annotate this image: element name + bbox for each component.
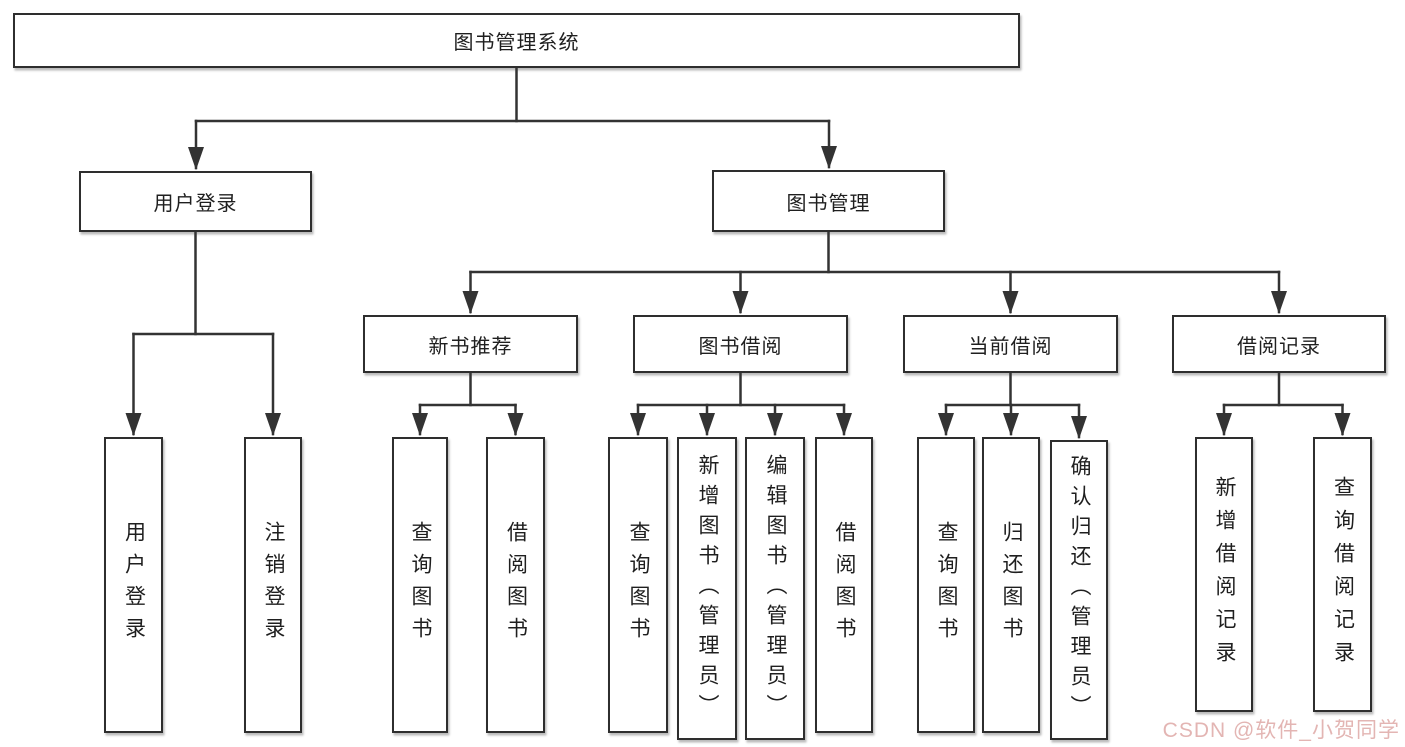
- node-label: 新增借阅记录: [1213, 475, 1236, 674]
- leaf-logout-login: 注销登录: [244, 437, 302, 733]
- leaf-user-login: 用户登录: [104, 437, 163, 733]
- leaf-query-books-recommend: 查询图书: [392, 437, 448, 733]
- leaf-edit-book-admin: 编辑图书（管理员）: [745, 437, 805, 740]
- node-label: 用户登录: [122, 521, 146, 649]
- leaf-add-book-admin: 新增图书（管理员）: [677, 437, 737, 740]
- node-label: 用户登录: [153, 193, 238, 215]
- node-book-management: 图书管理: [712, 170, 945, 232]
- leaf-query-books-borrowing: 查询图书: [608, 437, 668, 733]
- node-label: 编辑图书（管理员）: [764, 453, 787, 724]
- leaf-add-borrow-record: 新增借阅记录: [1195, 437, 1253, 712]
- node-label: 新书推荐: [428, 335, 513, 358]
- node-label: 图书借阅: [698, 335, 783, 358]
- node-label: 借阅图书: [833, 521, 856, 649]
- node-library-system: 图书管理系统: [13, 13, 1020, 68]
- node-label: 归还图书: [1000, 521, 1023, 649]
- node-borrowing-records: 借阅记录: [1172, 315, 1386, 373]
- leaf-borrow-books-recommend: 借阅图书: [486, 437, 545, 733]
- leaf-confirm-return-admin: 确认归还（管理员）: [1050, 440, 1108, 740]
- node-label: 注销登录: [262, 521, 285, 649]
- leaf-return-books: 归还图书: [982, 437, 1040, 733]
- node-label: 当前借阅: [968, 335, 1053, 358]
- node-label: 借阅图书: [504, 521, 528, 649]
- node-label: 查询图书: [409, 521, 432, 649]
- node-label: 查询借阅记录: [1331, 475, 1355, 674]
- node-new-book-recommendation: 新书推荐: [363, 315, 578, 373]
- node-label: 确认归还（管理员）: [1068, 455, 1091, 725]
- node-label: 新增图书（管理员）: [696, 453, 719, 724]
- node-user-login: 用户登录: [79, 171, 312, 232]
- node-label: 查询图书: [935, 521, 958, 649]
- node-label: 图书管理系统: [453, 32, 580, 54]
- leaf-query-borrow-record: 查询借阅记录: [1313, 437, 1372, 712]
- node-label: 查询图书: [627, 521, 650, 649]
- leaf-query-books-current: 查询图书: [917, 437, 975, 733]
- node-current-borrowing: 当前借阅: [903, 315, 1118, 373]
- node-label: 图书管理: [786, 192, 871, 215]
- node-label: 借阅记录: [1237, 335, 1321, 358]
- leaf-borrow-books-borrowing: 借阅图书: [815, 437, 873, 733]
- node-book-borrowing: 图书借阅: [633, 315, 848, 373]
- csdn-watermark: CSDN @软件_小贺同学: [1162, 719, 1400, 742]
